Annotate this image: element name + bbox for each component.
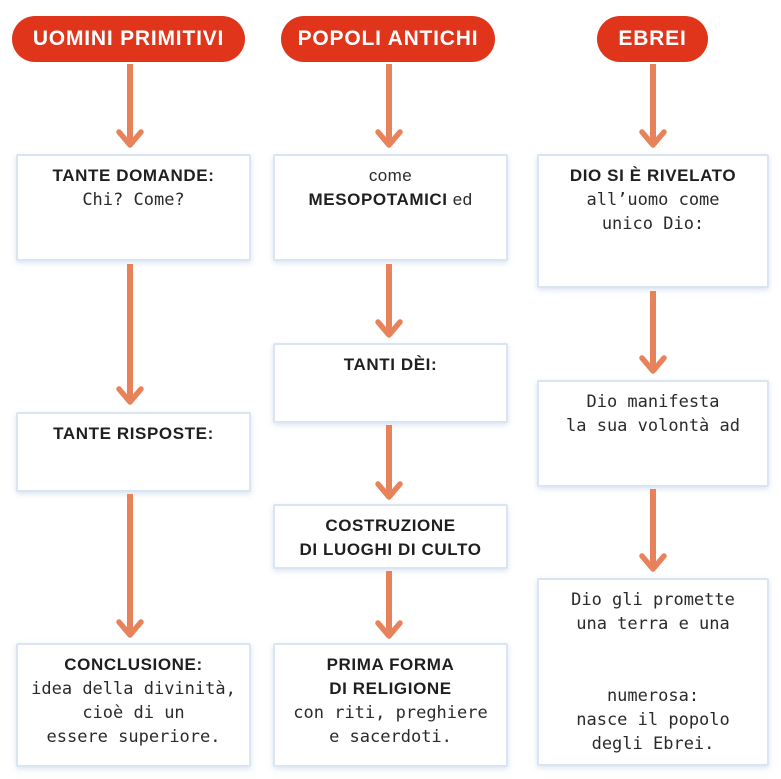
box-line: Dio manifesta — [586, 392, 720, 412]
arrow-down-icon — [116, 264, 144, 405]
box-line: idea della divinità, — [31, 679, 236, 699]
box-tante-risposte: TANTE RISPOSTE: — [16, 412, 251, 492]
regular-word: ed — [447, 190, 473, 209]
box-line: nasce il popolo — [576, 710, 730, 730]
arrow-down-icon — [375, 264, 403, 338]
header-pill-uomini-primitivi: UOMINI PRIMITIVI — [12, 16, 245, 62]
blank-answer-space — [539, 660, 767, 684]
box-line: e sacerdoti. — [329, 727, 452, 747]
arrow-down-icon — [375, 425, 403, 500]
box-tanti-dei: TANTI DÈI: — [273, 343, 508, 423]
box-line: cioè di un — [82, 703, 185, 723]
box-line: essere superiore. — [46, 727, 221, 747]
box-line: MESOPOTAMICI ed — [275, 188, 506, 212]
arrow-down-icon — [639, 291, 667, 374]
header-pill-ebrei: EBREI — [597, 16, 708, 62]
box-line: numerosa: — [606, 686, 700, 706]
box-dio-manifesta: Dio manifesta la sua volontà ad — [537, 380, 769, 487]
arrow-down-icon — [375, 571, 403, 639]
box-mesopotamici: come MESOPOTAMICI ed — [273, 154, 508, 261]
box-line: DI RELIGIONE — [329, 679, 452, 698]
arrow-down-icon — [639, 489, 667, 572]
box-line: come — [368, 166, 413, 185]
bold-word: MESOPOTAMICI — [308, 190, 448, 209]
box-line: CONCLUSIONE: — [64, 655, 203, 674]
box-line: la sua volontà ad — [566, 416, 740, 436]
box-line: unico Dio: — [601, 214, 705, 234]
arrow-down-icon — [639, 64, 667, 148]
arrow-down-icon — [375, 64, 403, 148]
box-tante-domande: TANTE DOMANDE: Chi? Come? — [16, 154, 251, 261]
box-dio-gli-promette: Dio gli promette una terra e una numeros… — [537, 578, 769, 766]
box-line: TANTE DOMANDE: — [52, 166, 215, 185]
header-pill-popoli-antichi: POPOLI ANTICHI — [281, 16, 495, 62]
arrow-down-icon — [116, 64, 144, 148]
box-line: una terra e una — [576, 614, 730, 634]
box-line: Dio gli promette — [571, 590, 735, 610]
box-line: TANTI DÈI: — [343, 355, 438, 374]
box-prima-forma-religione: PRIMA FORMA DI RELIGIONE con riti, pregh… — [273, 643, 508, 767]
box-line: DI LUOGHI DI CULTO — [299, 540, 482, 559]
box-line: con riti, preghiere — [293, 703, 488, 723]
box-line: DIO SI È RIVELATO — [569, 166, 737, 185]
box-line: TANTE RISPOSTE: — [53, 424, 214, 443]
box-dio-si-e-rivelato: DIO SI È RIVELATO all’uomo come unico Di… — [537, 154, 769, 288]
arrow-down-icon — [116, 494, 144, 638]
box-line: PRIMA FORMA — [326, 655, 455, 674]
box-line: Chi? Come? — [82, 190, 185, 210]
box-line: degli Ebrei. — [591, 734, 715, 754]
box-line: all’uomo come — [586, 190, 720, 210]
blank-answer-space — [539, 636, 767, 660]
box-costruzione-luoghi-culto: COSTRUZIONE DI LUOGHI DI CULTO — [273, 504, 508, 569]
box-conclusione: CONCLUSIONE: idea della divinità, cioè d… — [16, 643, 251, 767]
box-line: COSTRUZIONE — [325, 516, 456, 535]
